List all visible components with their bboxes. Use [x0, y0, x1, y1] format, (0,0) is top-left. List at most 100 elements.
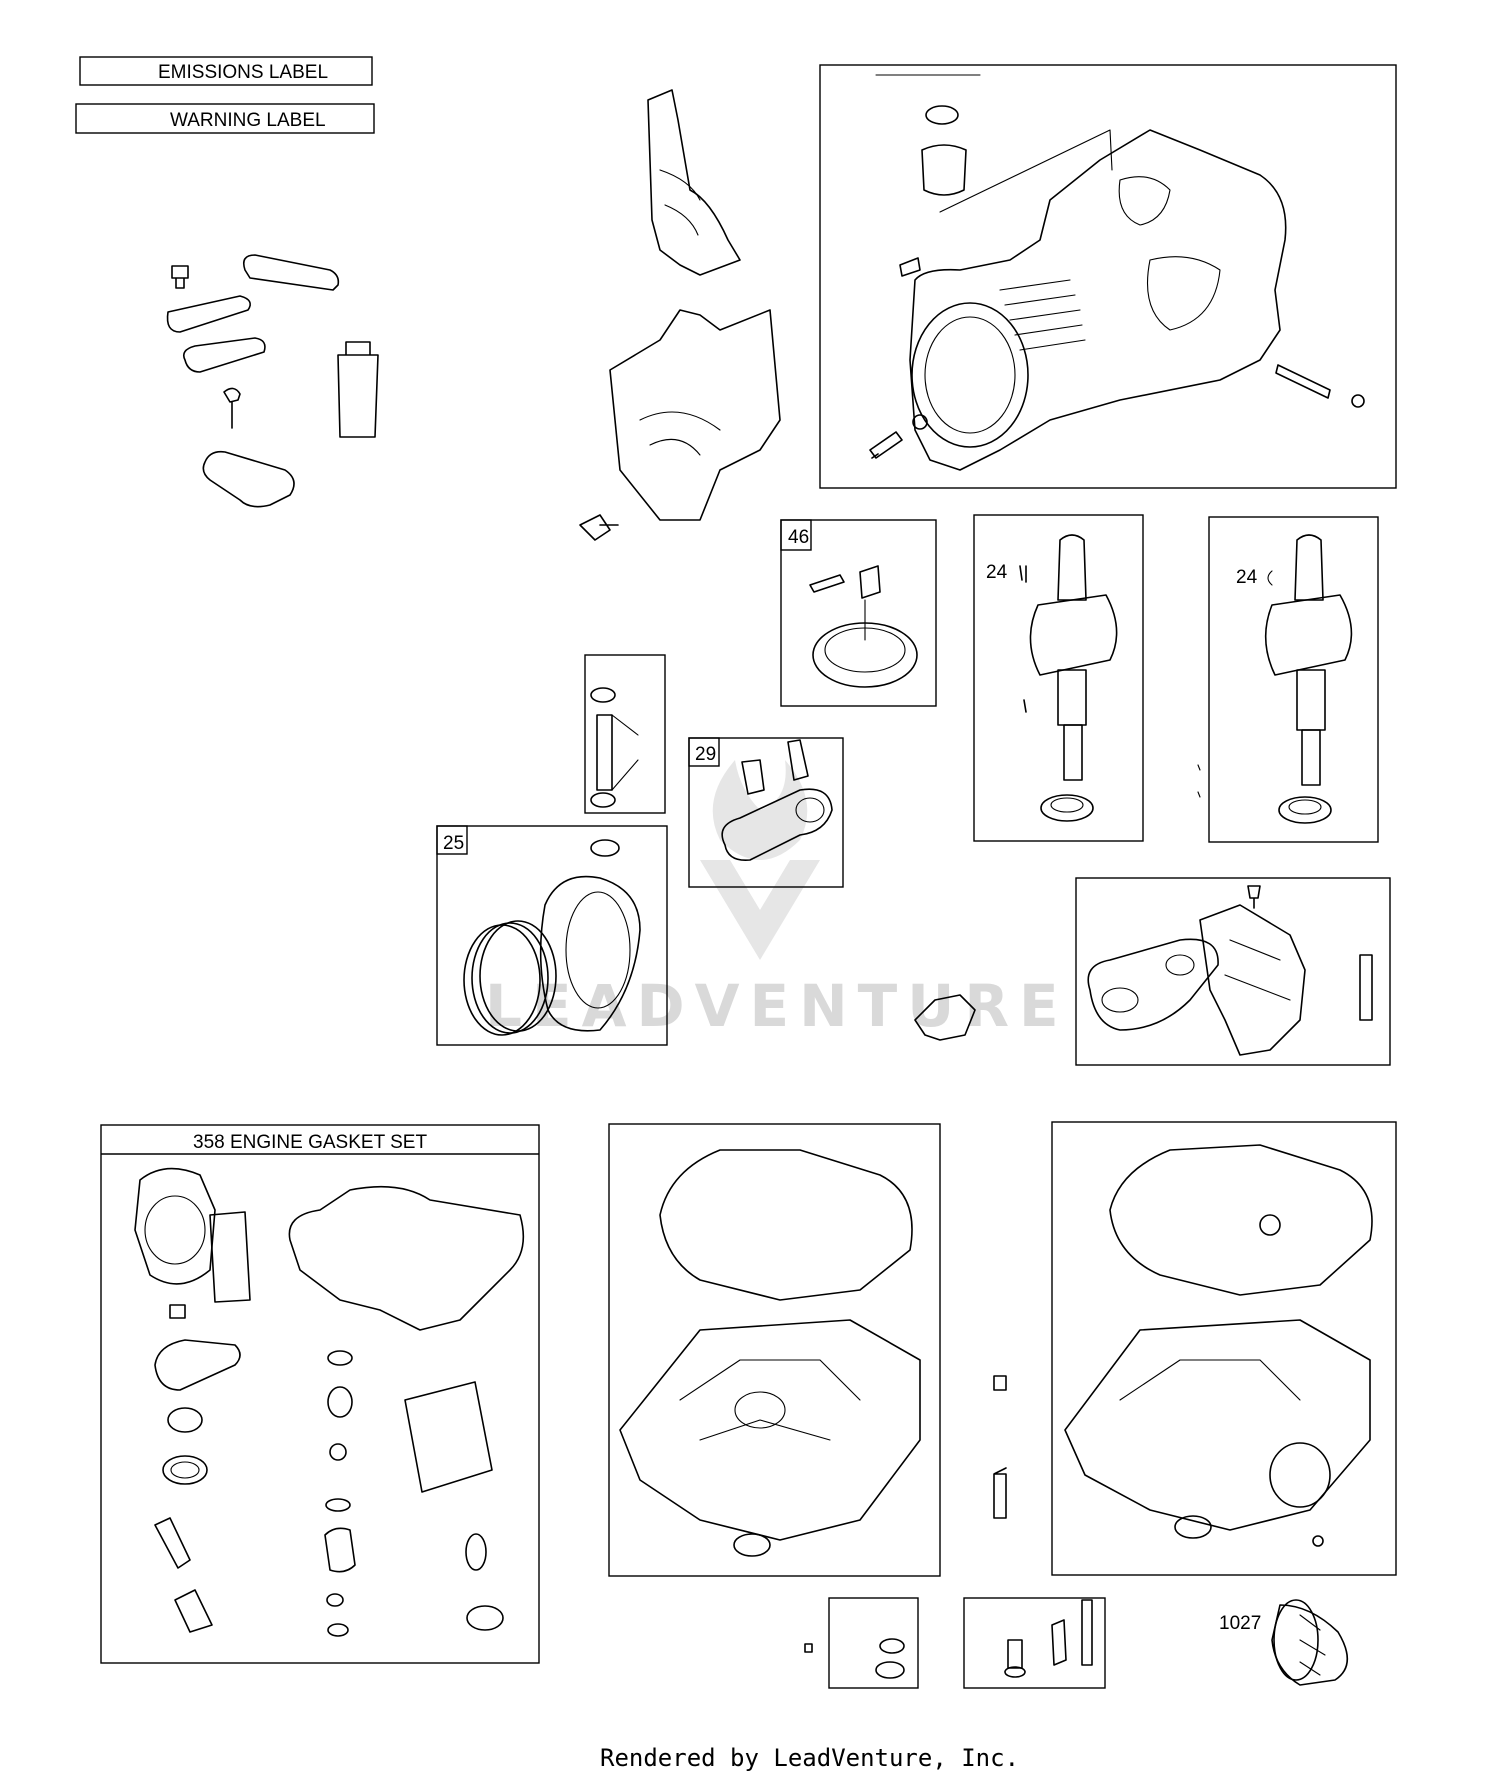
valve-icon: [223, 387, 241, 429]
dowel-pin-icon: [899, 257, 921, 277]
callout-46: 46: [788, 527, 809, 548]
oil-fill-tube-icon: [1051, 1619, 1067, 1666]
cam-bushing-icon: [859, 565, 881, 599]
cover-gasket: [404, 1381, 493, 1493]
piston-pin-box[interactable]: [584, 654, 666, 814]
crank-journal: [1057, 669, 1087, 726]
crankshaft-box-b[interactable]: 24: [1197, 516, 1379, 843]
oil-filter[interactable]: 1027: [1219, 1599, 1349, 1686]
governor-screw-icon: [1247, 885, 1261, 909]
o-ring-1-icon: [327, 1350, 353, 1366]
dowel-pin-2-icon: [1275, 364, 1331, 399]
intake-gasket-icon: [154, 1517, 191, 1569]
watermark-flame-icon: [712, 760, 808, 860]
cylinder-block-box[interactable]: [819, 64, 1397, 489]
cam-gear-box[interactable]: 46: [780, 519, 937, 707]
dipstick-seal-box[interactable]: [804, 1597, 919, 1689]
sump-plug-icon: [1259, 1214, 1281, 1236]
governor-box[interactable]: [914, 877, 1391, 1066]
sump-bolt-icon: [993, 1467, 1007, 1519]
bolt-icon: [171, 265, 189, 289]
breather-valve-plate: [202, 450, 295, 508]
small-o-ring-icon: [879, 1638, 905, 1654]
piston-box[interactable]: 25: [436, 825, 668, 1046]
retaining-ring-icon: [590, 687, 616, 703]
o-ring-4-icon: [325, 1498, 351, 1512]
o-ring-6-icon: [326, 1593, 344, 1607]
carb-gasket-icon: [174, 1589, 213, 1633]
oil-dipstick-icon: [1081, 1599, 1093, 1666]
footer-credit: Rendered by LeadVenture, Inc.: [600, 1744, 1019, 1772]
shroud-screw-icon: [579, 514, 619, 541]
rod-bolt-2-icon: [787, 739, 809, 781]
warning-label-text: WARNING LABEL: [170, 110, 326, 131]
connecting-rod-box[interactable]: 29: [688, 737, 844, 888]
warning-label-box[interactable]: WARNING LABEL: [75, 103, 375, 134]
sump-gasket: [288, 1185, 525, 1331]
watermark-text: LEADVENTURE: [485, 972, 1069, 1040]
piston-ring-2: [471, 922, 549, 1034]
sump-seal-b-icon: [1174, 1515, 1212, 1539]
oil-fill-box[interactable]: [963, 1597, 1106, 1689]
sump-box-a[interactable]: [608, 1123, 941, 1577]
emissions-label-text: EMISSIONS LABEL: [158, 62, 328, 83]
breather-gasket-2: [154, 1339, 241, 1391]
plug-icon: [1351, 394, 1365, 408]
gasket-set-title: 358 ENGINE GASKET SET: [193, 1132, 427, 1153]
small-o-ring-2-icon: [875, 1661, 905, 1679]
breather-parts[interactable]: [166, 254, 379, 508]
emissions-label-box[interactable]: EMISSIONS LABEL: [79, 56, 373, 86]
watermark: LEADVENTURE: [485, 760, 1069, 1040]
exhaust-gasket-icon: [324, 1527, 356, 1573]
sump-nut-icon: [993, 1375, 1007, 1391]
leader-line: [939, 129, 1113, 213]
breather-tube: [242, 254, 340, 291]
sump-a: [619, 1319, 921, 1541]
sealant-tube-icon: [337, 341, 379, 438]
cylinder-bolt-icon: [869, 431, 903, 459]
governor-arm: [914, 994, 976, 1041]
oil-fill-cap-icon: [1007, 1639, 1023, 1669]
sump-gasket-b: [1109, 1144, 1373, 1296]
rod-bolt-icon: [741, 759, 765, 795]
o-ring-2-icon: [327, 1386, 353, 1418]
breather-cover: [166, 295, 251, 333]
sump-b: [1064, 1319, 1371, 1531]
tiny-screw-icon: [804, 1643, 813, 1653]
washer-icon: [912, 414, 928, 430]
callout-29: 29: [695, 744, 716, 765]
sump-drain-icon: [1312, 1535, 1324, 1547]
callout-24-a: 24: [986, 562, 1008, 583]
o-ring-3-icon: [329, 1443, 347, 1461]
callout-1027: 1027: [1219, 1613, 1261, 1634]
watermark-v-icon: [700, 860, 820, 960]
air-guide-shrouds[interactable]: [579, 89, 781, 541]
cylinder-block: [909, 129, 1287, 471]
connecting-rod: [721, 788, 833, 862]
crankshaft-box-a[interactable]: 24: [973, 514, 1144, 842]
cylinder-sleeve: [921, 144, 967, 196]
sump-box-b[interactable]: [1051, 1121, 1397, 1576]
lower-air-guide: [609, 309, 781, 521]
crank-upper-shaft: [1057, 534, 1087, 601]
sump-bolts[interactable]: [993, 1375, 1007, 1519]
sump-b-flange: [1269, 1442, 1331, 1508]
piston-clip-icon: [590, 839, 620, 857]
callout-24-b: 24: [1236, 567, 1258, 588]
cam-pin-icon: [809, 574, 845, 593]
gasket-set-box[interactable]: 358 ENGINE GASKET SET: [100, 1124, 540, 1664]
breather-gasket: [182, 337, 266, 373]
crank-gear-icon: [1040, 794, 1094, 822]
oil-seal-1-icon: [167, 1407, 203, 1433]
callout-25: 25: [443, 833, 464, 854]
upper-air-guide: [647, 89, 741, 276]
o-ring-8-icon: [466, 1605, 504, 1631]
piston-ring-3: [479, 920, 557, 1032]
o-ring-5-icon: [465, 1533, 487, 1571]
piston: [539, 875, 641, 1032]
governor-shaft: [1359, 954, 1373, 1021]
valve-cover-gasket: [209, 1211, 251, 1303]
head-gasket: [134, 1167, 216, 1285]
sump-gasket-a: [659, 1149, 913, 1301]
